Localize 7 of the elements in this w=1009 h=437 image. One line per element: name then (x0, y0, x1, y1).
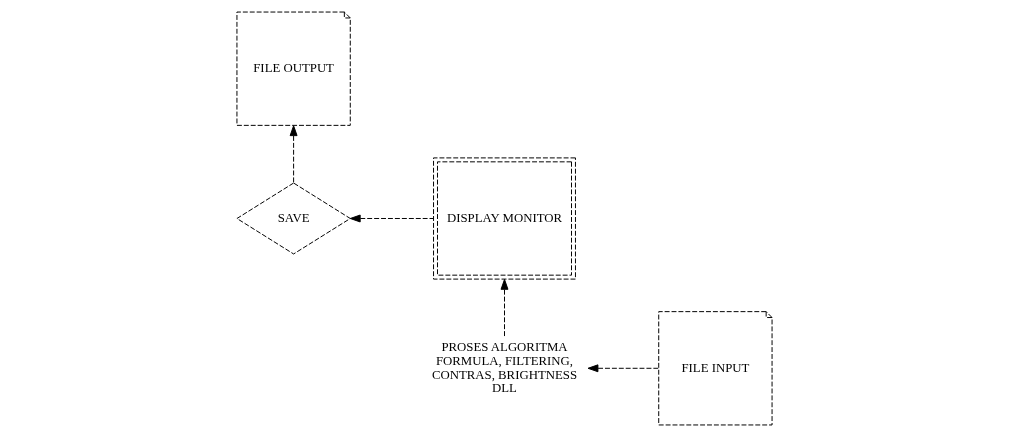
node-text: PROSES ALGORITMA FORMULA, FILTERING, CONTRAS, BRIGHTNESS DLL (431, 339, 578, 396)
arrow (349, 214, 434, 223)
arrow (289, 125, 298, 184)
node-box: DISPLAY MONITOR (433, 157, 576, 280)
node-diamond: SAVE (236, 182, 351, 255)
arrow (500, 278, 509, 338)
arrow (587, 364, 659, 373)
